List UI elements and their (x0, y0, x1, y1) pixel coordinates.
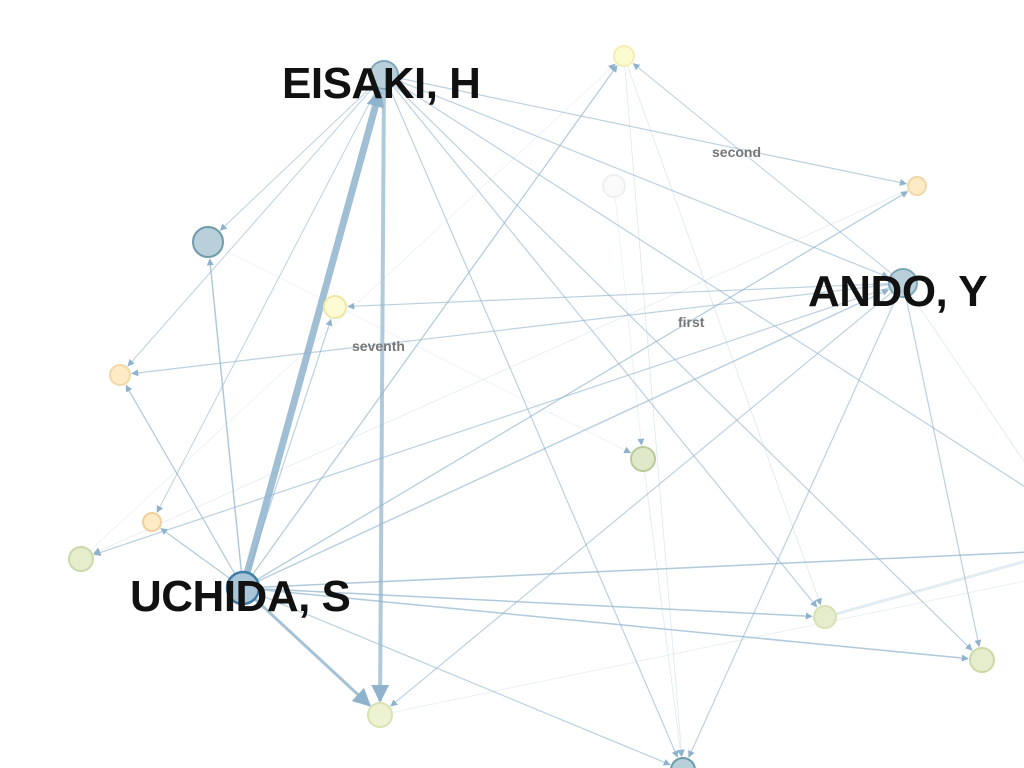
graph-edge (902, 282, 1024, 462)
graph-edge (626, 65, 822, 606)
graph-edge (206, 258, 243, 573)
graph-edge (258, 588, 813, 620)
graph-edge (219, 84, 375, 231)
graph-edge (379, 580, 1024, 716)
graph-edge (824, 560, 1024, 619)
graph-node-n-ghost[interactable] (602, 174, 626, 198)
graph-edge (93, 286, 890, 556)
graph-node-n-right[interactable] (907, 176, 927, 196)
node-label-eisaki: EISAKI, H (282, 59, 481, 108)
graph-edge (371, 88, 390, 703)
graph-node-eisaki[interactable] (369, 60, 399, 90)
graph-node-n-grn1[interactable] (630, 446, 656, 472)
graph-edge (257, 289, 890, 582)
graph-edge (127, 85, 376, 367)
graph-edge (160, 527, 231, 580)
graph-edge (632, 63, 893, 275)
edge-label-seventh: seventh (352, 338, 405, 354)
graph-edge (644, 470, 684, 757)
graph-edge (390, 291, 893, 707)
graph-edge (93, 189, 909, 554)
graph-node-n-orng2[interactable] (109, 364, 131, 386)
node-label-ando: ANDO, Y (808, 267, 988, 316)
graph-node-n-top[interactable] (613, 45, 635, 67)
graph-edge (624, 65, 685, 757)
graph-edge (396, 79, 889, 278)
graph-node-n-grn2[interactable] (68, 546, 94, 572)
graph-edge (256, 191, 909, 581)
graph-edge (614, 196, 645, 446)
graph-edge (397, 77, 907, 186)
graph-edge (905, 296, 982, 647)
graph-edge (89, 63, 616, 552)
graph-edge (131, 284, 890, 377)
graph-edge (251, 65, 618, 576)
graph-edge (125, 384, 236, 575)
graph-edge (247, 318, 333, 573)
graph-node-n-bot[interactable] (670, 757, 696, 768)
graph-node-uchida[interactable] (225, 570, 261, 606)
graph-node-n-dark[interactable] (192, 226, 224, 258)
graph-node-n-grn5[interactable] (367, 702, 393, 728)
graph-edge (347, 282, 890, 310)
graph-edge (156, 87, 378, 513)
graph-edge (388, 87, 679, 758)
graph-edge (243, 88, 385, 574)
graph-node-ando[interactable] (888, 268, 918, 298)
graph-edge (257, 593, 671, 766)
graph-edge (383, 74, 1024, 487)
graph-node-n-grn3[interactable] (813, 605, 837, 629)
graph-edge (253, 597, 372, 707)
graph-edge (258, 588, 969, 662)
graph-node-n-orng3[interactable] (142, 512, 162, 532)
graph-edge (393, 84, 973, 651)
node-label-uchida: UCHIDA, S (130, 572, 351, 621)
graph-edge (242, 551, 1024, 589)
graph-node-n-grn4[interactable] (969, 647, 995, 673)
graph-node-n-ylw2[interactable] (323, 295, 347, 319)
graph-edge (688, 295, 898, 758)
edge-label-first: first (678, 314, 705, 330)
graph-edge (221, 248, 632, 454)
edge-label-second: second (712, 144, 762, 160)
graph-edge (392, 85, 818, 608)
